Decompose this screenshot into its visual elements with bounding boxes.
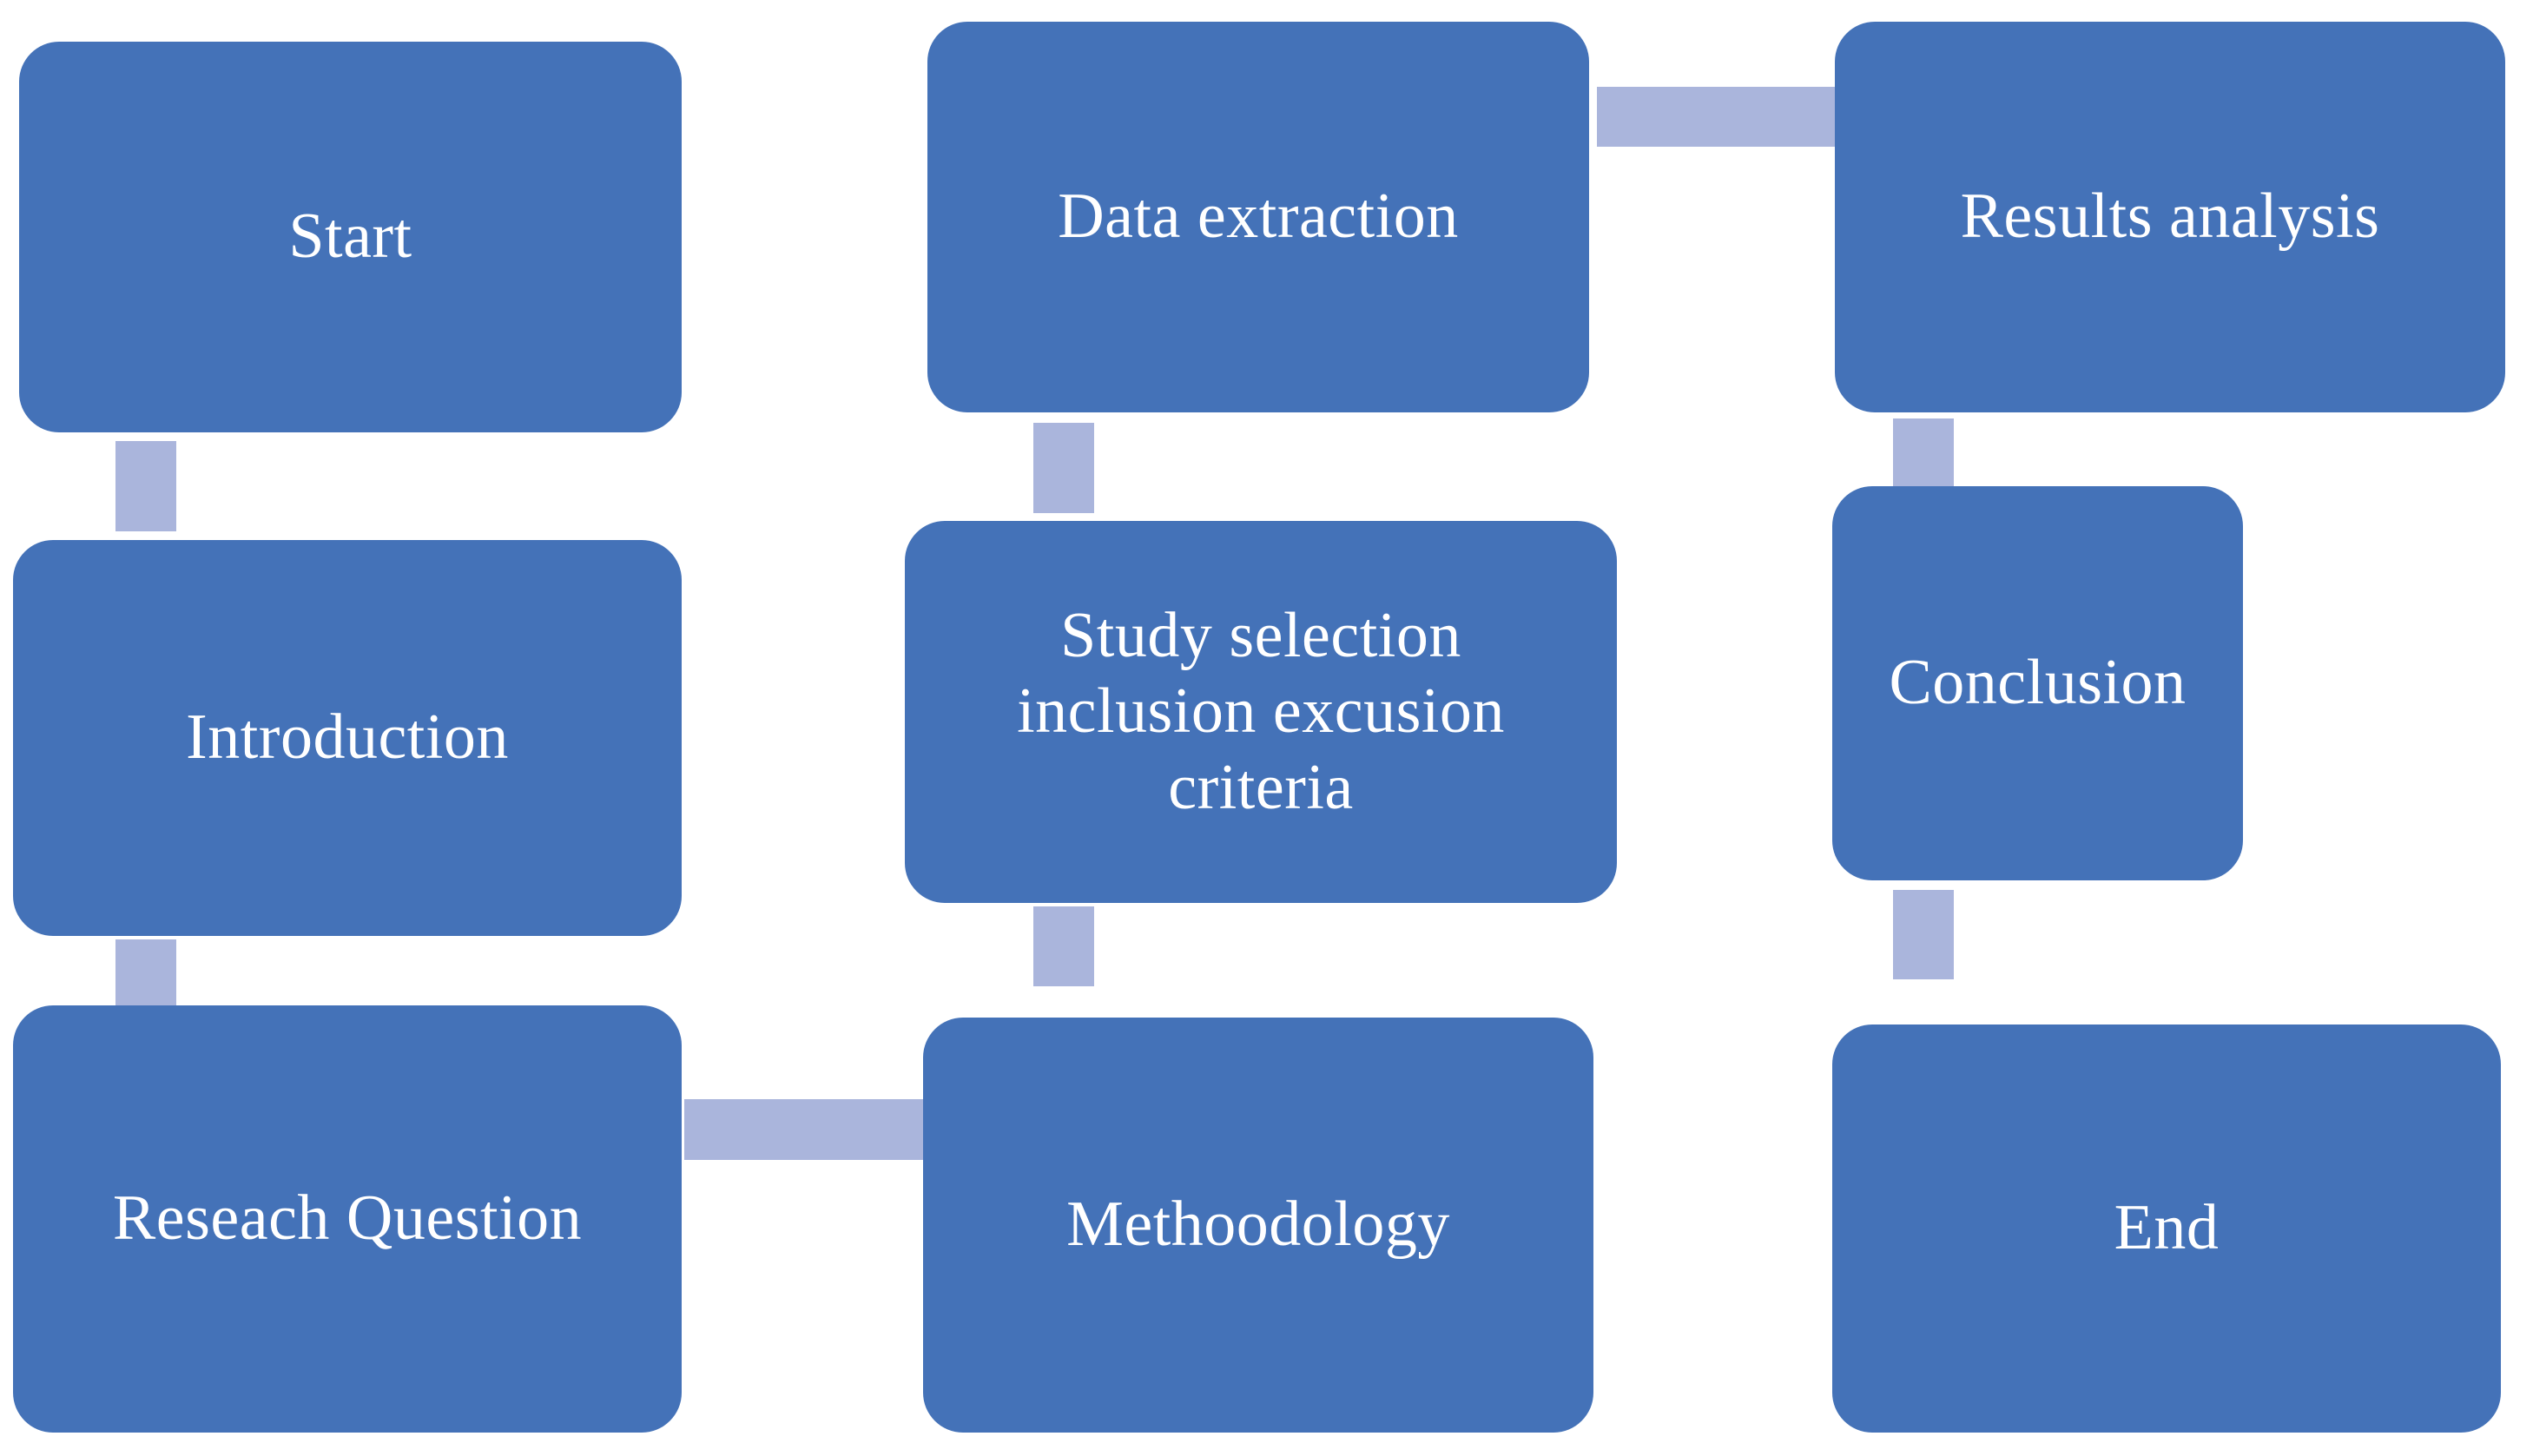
connector-results-analysis-to-conclusion xyxy=(1893,418,1954,486)
node-research-question-label: Reseach Question xyxy=(112,1183,583,1255)
node-data-extraction-label: Data extraction xyxy=(1058,181,1459,253)
node-end[interactable]: End xyxy=(1832,1024,2501,1433)
node-data-extraction[interactable]: Data extraction xyxy=(927,22,1589,412)
connector-research-question-to-methodology xyxy=(684,1099,923,1160)
connector-study-selection-to-methodology xyxy=(1033,906,1094,986)
node-introduction[interactable]: Introduction xyxy=(13,540,682,936)
node-conclusion[interactable]: Conclusion xyxy=(1832,486,2243,880)
connector-data-extraction-to-study-selection xyxy=(1033,423,1094,513)
connector-conclusion-to-end xyxy=(1893,890,1954,979)
connector-introduction-to-research-question xyxy=(115,939,176,1005)
node-introduction-label: Introduction xyxy=(186,702,509,774)
node-start-label: Start xyxy=(288,201,412,273)
node-conclusion-label: Conclusion xyxy=(1889,647,2187,719)
node-results-analysis-label: Results analysis xyxy=(1960,181,2380,253)
node-research-question[interactable]: Reseach Question xyxy=(13,1005,682,1433)
node-start[interactable]: Start xyxy=(19,42,682,432)
node-study-selection[interactable]: Study selection inclusion excusion crite… xyxy=(905,521,1617,903)
node-end-label: End xyxy=(2114,1192,2220,1264)
node-results-analysis[interactable]: Results analysis xyxy=(1835,22,2505,412)
connector-start-to-introduction xyxy=(115,441,176,531)
connector-data-extraction-to-results-analysis xyxy=(1597,87,1837,147)
node-methodology[interactable]: Methoodology xyxy=(923,1018,1593,1433)
node-study-selection-label: Study selection inclusion excusion crite… xyxy=(1017,600,1505,823)
node-methodology-label: Methoodology xyxy=(1066,1189,1450,1261)
